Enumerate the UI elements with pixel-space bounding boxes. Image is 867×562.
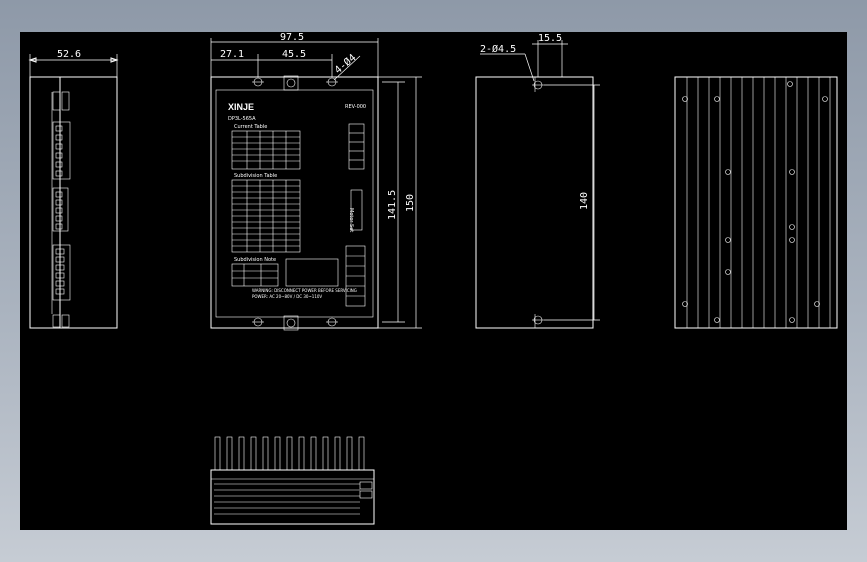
footer-warning: WARNING: DISCONNECT POWER BEFORE SERVICI… bbox=[252, 288, 357, 293]
front-dim-mid: 45.5 bbox=[282, 49, 306, 60]
current-table bbox=[231, 130, 301, 170]
heatsink-view bbox=[674, 76, 838, 329]
front-width-dim: 97.5 bbox=[280, 32, 304, 43]
front-height-outer-dim: 150 bbox=[405, 194, 416, 212]
rev-label: REV-000 bbox=[345, 104, 366, 110]
cad-drawing-viewport[interactable]: 52.6 XINJE DP3L-565A REV-000 Current Tab… bbox=[20, 32, 847, 530]
back-hole-dim: 2-Ø4.5 bbox=[480, 43, 516, 55]
table-title-current: Current Table bbox=[234, 124, 267, 130]
back-view: 2-Ø4.5 15.5 140 bbox=[475, 33, 600, 329]
back-offset-dim: 15.5 bbox=[538, 33, 562, 44]
cad-drawing: 52.6 XINJE DP3L-565A REV-000 Current Tab… bbox=[28, 32, 838, 525]
back-height-dim: 140 bbox=[579, 192, 590, 210]
front-hole-dim: 4-Ø4 bbox=[332, 52, 358, 77]
display-window bbox=[285, 258, 339, 287]
side-width-dim: 52.6 bbox=[57, 49, 81, 60]
note-table bbox=[231, 263, 279, 287]
table-title-note: Subdivision Note bbox=[234, 257, 276, 263]
front-view: XINJE DP3L-565A REV-000 Current Table Su… bbox=[210, 32, 422, 331]
table-title-subdivision: Subdivision Table bbox=[234, 173, 277, 179]
bottom-view bbox=[210, 436, 375, 525]
brand-logo: XINJE bbox=[228, 102, 254, 112]
model-label: DP3L-565A bbox=[228, 116, 256, 122]
side-view: 52.6 bbox=[28, 49, 119, 329]
motor-set-label: Motor Set bbox=[348, 208, 354, 232]
front-dim-left: 27.1 bbox=[220, 49, 244, 60]
subdivision-table bbox=[231, 179, 301, 253]
front-height-inner-dim: 141.5 bbox=[387, 190, 398, 220]
footer-power: POWER: AC 20~80V / DC 30~110V bbox=[252, 294, 322, 299]
bottom-fins bbox=[214, 436, 365, 471]
